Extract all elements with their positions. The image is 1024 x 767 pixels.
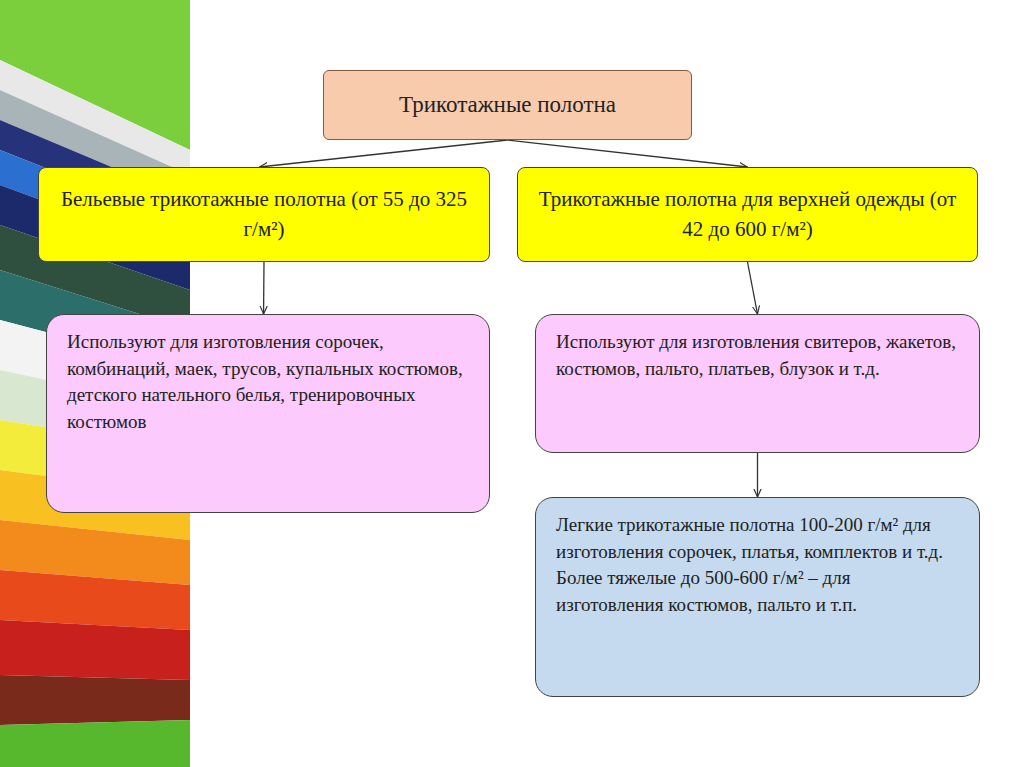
box-text: Более тяжелые до 500-600 г/м² – для изго… xyxy=(556,565,959,618)
box-heading: Бельевые трикотажные полотна (от 55 до 3… xyxy=(55,185,473,244)
box-text: Легкие трикотажные полотна 100-200 г/м² … xyxy=(556,512,959,565)
connector-arrow xyxy=(757,453,758,497)
box-heading: Трикотажные полотна xyxy=(338,89,677,121)
usage-box: Используют для изготовления свитеров, жа… xyxy=(535,314,980,453)
box-text: Используют для изготовления сорочек, ком… xyxy=(67,329,469,435)
connector-arrow xyxy=(263,262,265,314)
box-heading: Трикотажные полотна для верхней одежды (… xyxy=(534,185,961,244)
category-box: Бельевые трикотажные полотна (от 55 до 3… xyxy=(38,167,490,262)
connector-arrow xyxy=(259,140,507,167)
root-box: Трикотажные полотна xyxy=(323,70,692,140)
connector-arrow xyxy=(748,262,758,314)
detail-box: Легкие трикотажные полотна 100-200 г/м² … xyxy=(535,497,980,697)
usage-box: Используют для изготовления сорочек, ком… xyxy=(46,314,490,513)
connector-arrow xyxy=(508,140,748,167)
category-box: Трикотажные полотна для верхней одежды (… xyxy=(517,167,978,262)
box-text: Используют для изготовления свитеров, жа… xyxy=(556,329,959,382)
